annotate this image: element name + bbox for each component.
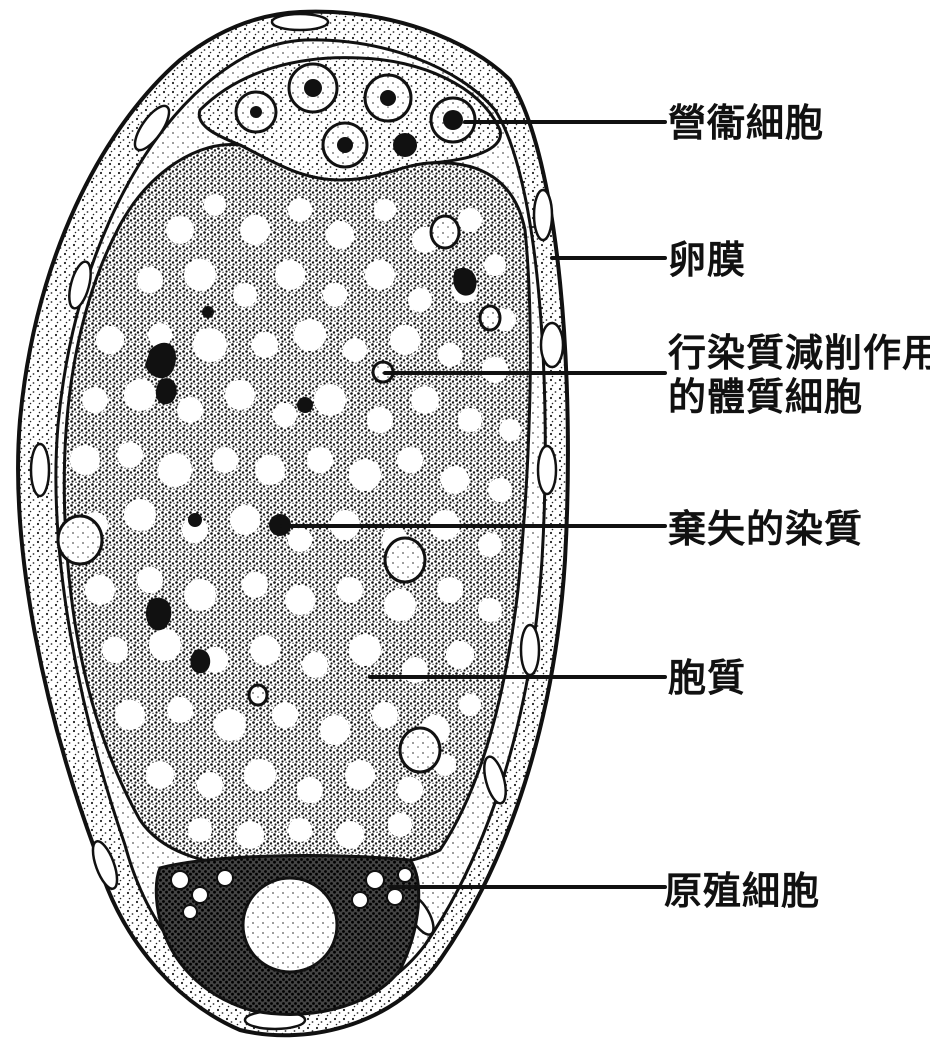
germ-cell-nucleus xyxy=(243,878,337,972)
label-chromatin-diminution-line1: 行染質減削作用 xyxy=(668,330,930,376)
label-chromatin-diminution-line2: 的體質細胞 xyxy=(668,374,863,420)
label-discarded-chromatin: 棄失的染質 xyxy=(668,506,863,552)
label-cytoplasm: 胞質 xyxy=(668,655,746,701)
label-egg-membrane: 卵膜 xyxy=(668,237,746,283)
label-nurse-cells: 營衞細胞 xyxy=(668,100,824,146)
label-germ-cell: 原殖細胞 xyxy=(664,868,820,914)
